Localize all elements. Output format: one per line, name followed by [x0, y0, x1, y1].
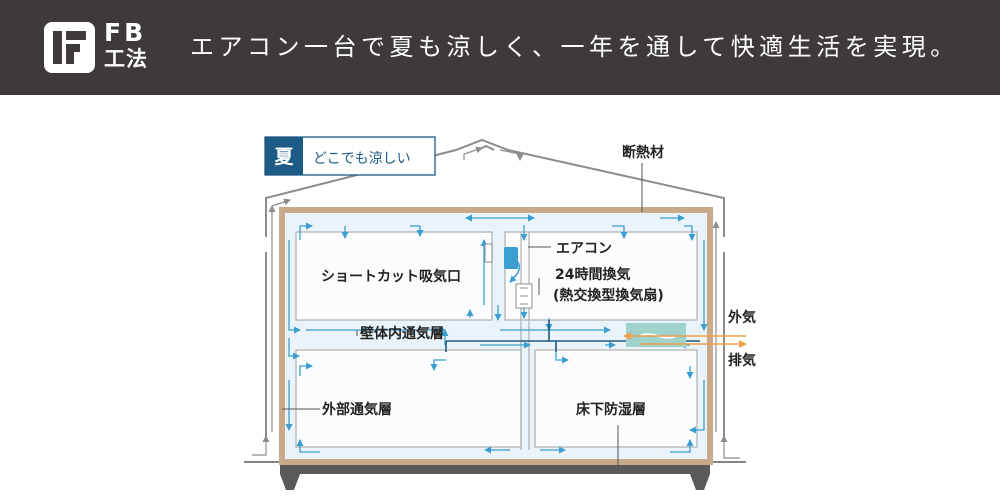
room-lower-right: [534, 349, 698, 448]
season-caption: どこでも涼しい: [313, 151, 411, 167]
tagline: エアコン一台で夏も涼しく、一年を通して快適生活を実現。: [190, 33, 959, 61]
heat-exchanger: [626, 323, 686, 347]
aircon-unit: [484, 243, 521, 283]
logo-text-method: 工法: [104, 47, 148, 71]
leader-lines: [282, 163, 643, 474]
season-badge: 夏 どこでも涼しい: [264, 136, 436, 176]
season-badge-text: 夏: [274, 146, 294, 168]
diagram-labels: 断熱材 エアコン 24時間換気 (熱交換型換気扇) ショートカット吸気口 壁体内…: [321, 144, 756, 418]
label-aircon: エアコン: [556, 241, 612, 257]
label-shortcut-intake: ショートカット吸気口: [321, 268, 461, 285]
room-upper-left: [295, 231, 493, 321]
label-ventilator-line2: (熱交換型換気扇): [553, 287, 664, 304]
outside-air-arrows: [623, 332, 747, 348]
header-bar: FB 工法 エアコン一台で夏も涼しく、一年を通して快適生活を実現。: [0, 0, 1000, 95]
label-wall-air-layer: 壁体内通気層: [360, 325, 444, 342]
fb-logo-icon: [44, 22, 95, 73]
label-outside-air: 外気: [728, 309, 756, 326]
ventilator-unit-icon: [515, 283, 533, 309]
label-ventilator-line1: 24時間換気: [555, 266, 630, 283]
label-insulation: 断熱材: [622, 144, 664, 161]
house-airflow-diagram: 夏 どこでも涼しい 断熱材 エアコン 24時間換気 (熱交換型換気扇) ショート…: [244, 136, 756, 490]
indoor-airflow-arrows: [285, 214, 708, 454]
rooms: [295, 231, 698, 448]
label-outer-air-layer: 外部通気層: [322, 401, 392, 418]
outer-airflow-arrows: [252, 146, 740, 459]
label-exhaust: 排気: [728, 352, 756, 369]
room-lower-left: [295, 349, 522, 448]
logo-text-fb: FB: [104, 18, 147, 47]
label-underfloor-layer: 床下防湿層: [576, 401, 646, 418]
